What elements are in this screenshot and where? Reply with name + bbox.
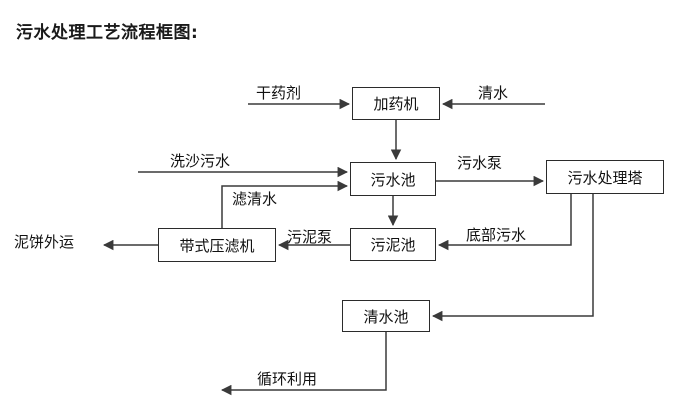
node-sludge-pool[interactable]: 污泥池 xyxy=(350,228,436,261)
node-label: 污泥池 xyxy=(370,236,416,254)
node-sewage-treatment-tower[interactable]: 污水处理塔 xyxy=(546,160,664,194)
node-label: 清水池 xyxy=(363,307,409,326)
edge-label-sludge-pump: 污泥泵 xyxy=(287,228,333,246)
edge-tower-to-sludge-pool xyxy=(437,194,572,251)
page-title: 污水处理工艺流程框图: xyxy=(16,23,199,43)
node-label: 加药机 xyxy=(373,95,419,113)
edge-label-sewage-pump: 污水泵 xyxy=(457,154,503,172)
edge-label-bottom-sewage: 底部污水 xyxy=(466,226,527,244)
node-belt-filter-press[interactable]: 带式压滤机 xyxy=(158,228,276,262)
terminal-label-recycle-use: 循环利用 xyxy=(257,370,318,388)
node-label: 带式压滤机 xyxy=(179,236,255,255)
edge-label-dry-reagent: 干药剂 xyxy=(256,84,302,102)
terminal-label-mud-cake-transport: 泥饼外运 xyxy=(14,233,75,251)
node-label: 污水池 xyxy=(370,170,416,189)
edge-label-wash-sand-sewage: 洗沙污水 xyxy=(170,152,231,170)
edge-label-clean-water: 清水 xyxy=(478,84,509,102)
edge-label-filtered-clear-water: 滤清水 xyxy=(232,190,278,208)
edge-tower-to-clear-water-pool xyxy=(431,194,594,322)
node-sewage-pool[interactable]: 污水池 xyxy=(350,162,436,196)
node-label: 污水处理塔 xyxy=(567,168,643,187)
edge-press-to-sewage-pool xyxy=(221,180,349,228)
node-dosing-machine[interactable]: 加药机 xyxy=(352,87,440,120)
edge-clear-water-pool-to-recycle xyxy=(220,332,387,396)
node-clear-water-pool[interactable]: 清水池 xyxy=(342,300,430,332)
